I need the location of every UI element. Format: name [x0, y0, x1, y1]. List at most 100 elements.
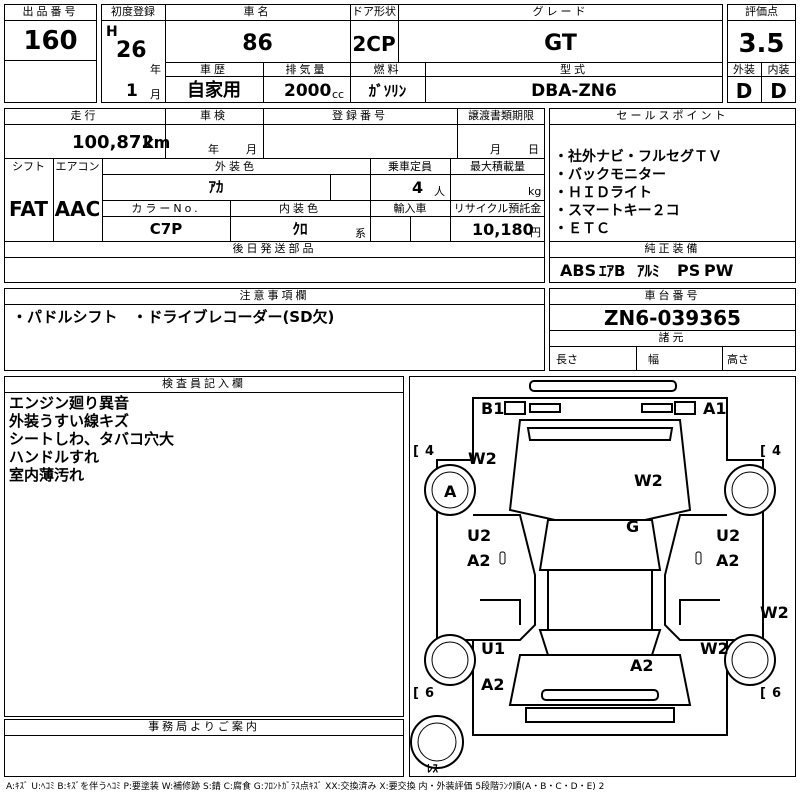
registration-label: 登録番号: [332, 109, 388, 122]
shift: FAT: [9, 197, 48, 221]
windshield: [538, 519, 662, 571]
car-name: 86: [242, 31, 273, 56]
score: 3.5: [738, 29, 785, 59]
recycle-unit: 円: [530, 226, 541, 239]
exterior-label: 外装: [733, 63, 755, 76]
mark-w2-front-left: W2: [468, 449, 497, 468]
insp-year-unit: 年: [208, 143, 219, 156]
displacement-label: 排気量: [285, 63, 328, 76]
rear-plate-area: [525, 707, 675, 723]
chassis-label: 車台番号: [644, 289, 701, 302]
rear-window: [538, 629, 662, 656]
max-load-label: 最大積載量: [470, 160, 525, 173]
mark-w2-rear-right: W2: [700, 639, 729, 658]
ac-label: エアコン: [55, 160, 100, 173]
capacity-unit: 人: [434, 185, 445, 198]
year-unit: 年: [150, 63, 161, 76]
month-unit: 月: [150, 88, 161, 101]
equipment-airbag: ｴｱB: [599, 262, 626, 280]
equipment-label: 純正装備: [644, 242, 701, 255]
grille-left: [529, 403, 561, 413]
tire-bracket-rear-right: [: [760, 686, 766, 701]
history-label: 車歴: [200, 63, 228, 76]
inspector-label: 検査員記入欄: [162, 377, 246, 390]
fuel-label: 燃料: [373, 63, 402, 76]
sales-point-2: ・バックモニター: [554, 167, 666, 183]
inspector-line-5: 室内薄汚れ: [9, 466, 85, 484]
era-mark: H: [106, 24, 118, 40]
lot-number: 160: [23, 26, 78, 56]
mark-a2-left: A2: [467, 551, 491, 570]
lot-number-label: 出品番号: [22, 5, 79, 18]
transfer-label: 譲渡書類期限: [468, 109, 534, 122]
mark-b1: B1: [481, 399, 504, 418]
transfer-day-unit: 日: [528, 143, 539, 156]
ext-color: ｱｶ: [208, 178, 224, 196]
tire-tread-front-left: 4: [425, 444, 434, 459]
mark-a2-right: A2: [716, 551, 740, 570]
sales-points-box: [549, 108, 796, 283]
model-code: DBA-ZN6: [531, 81, 617, 101]
notes-text: ・パドルシフト ・ドライブレコーダー(SD欠): [12, 308, 335, 326]
equipment-alloy: ｱﾙﾐ: [637, 262, 660, 280]
inspection-label: 車検: [200, 109, 228, 122]
score-label: 評価点: [745, 5, 778, 18]
specs-label: 諸元: [658, 331, 687, 344]
car-body-outline: [436, 397, 764, 736]
width-label: 幅: [648, 353, 659, 366]
notes-box: [4, 288, 545, 371]
right-headlight: [674, 401, 696, 415]
mileage: 100,872: [72, 132, 154, 153]
recycle-label: リサイクル預託金: [453, 202, 542, 215]
model-code-label: 型式: [560, 63, 588, 76]
inspector-box: [4, 376, 404, 717]
door-type-label: ドア形状: [352, 5, 396, 18]
mileage-label: 走行: [70, 109, 99, 122]
first-reg-label: 初度登録: [111, 5, 155, 18]
int-color-label: 内装色: [279, 202, 321, 215]
left-headlight: [504, 401, 526, 415]
mark-a1: A1: [703, 399, 727, 418]
displacement: 2000: [284, 81, 332, 101]
inspector-line-2: 外装うすい線キズ: [9, 412, 130, 430]
mark-w2-right-side: W2: [760, 603, 789, 622]
tire-bracket-front-left: [: [413, 444, 419, 459]
mark-a2-trunk: A2: [630, 656, 654, 675]
tire-bracket-rear-left: [: [413, 686, 419, 701]
interior-grade: D: [770, 79, 787, 103]
history: 自家用: [187, 80, 241, 101]
legend-text: A:ｷｽﾞ U:ﾍｺﾐ B:ｷｽﾞを伴うﾍｺﾐ P:要塗装 W:補修跡 S:錆 …: [6, 782, 605, 792]
length-label: 長さ: [556, 353, 578, 366]
car-name-label: 車名: [243, 5, 272, 18]
grade: GT: [544, 31, 577, 56]
recycle: 10,180: [472, 220, 534, 239]
trunk-panel: [508, 654, 692, 706]
mark-g: G: [626, 517, 639, 536]
sales-point-3: ・ＨＩＤライト: [554, 185, 652, 201]
mark-a2-rear-left: A2: [481, 675, 505, 694]
tire-tread-rear-right: 6: [772, 686, 781, 701]
details-box: [4, 108, 545, 242]
fuel: ｶﾞｿﾘﾝ: [368, 82, 407, 100]
sales-point-1: ・社外ナビ・フルセグＴＶ: [554, 149, 722, 165]
spare-tire: [410, 715, 464, 769]
ac: AAC: [54, 197, 101, 221]
tire-tread-front-right: 4: [772, 444, 781, 459]
spare-label: ﾚｽ: [427, 762, 438, 775]
mark-a-front-left: A: [444, 482, 457, 501]
later-parts-label: 後日発送部品: [232, 242, 317, 255]
capacity-label: 乗車定員: [388, 160, 432, 173]
mark-u2-left: U2: [467, 526, 491, 545]
sales-point-5: ・ＥＴＣ: [554, 221, 610, 237]
tire-bracket-front-right: [: [760, 444, 766, 459]
office-box: [4, 719, 404, 777]
color-no: C7P: [149, 220, 183, 238]
color-no-label: カラーNo.: [131, 202, 201, 215]
equipment-abs: ABS: [560, 261, 597, 280]
inspector-line-3: シートしわ、タバコ穴大: [9, 430, 175, 448]
rear-bumper-outline: [541, 689, 659, 701]
tire-tread-rear-left: 6: [425, 686, 434, 701]
displacement-unit: cc: [332, 88, 345, 101]
inspector-line-4: ハンドルすれ: [9, 448, 100, 466]
